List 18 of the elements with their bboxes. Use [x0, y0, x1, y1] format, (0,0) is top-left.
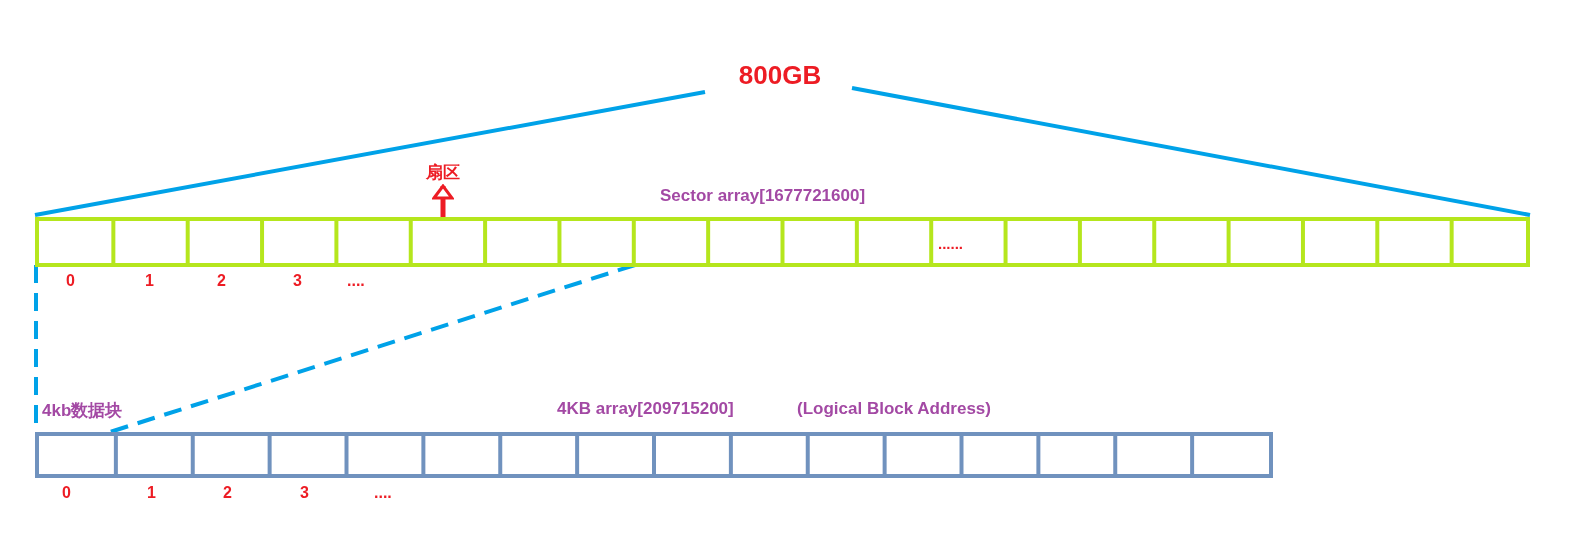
- index-number: ....: [347, 272, 365, 290]
- index-number: 0: [62, 484, 71, 502]
- index-number: 2: [217, 272, 226, 290]
- index-number: 3: [300, 484, 309, 502]
- block-caption: 4kb数据块: [42, 400, 123, 422]
- sector-label: 扇区: [425, 161, 460, 184]
- array-heading: Sector array[1677721600]: [660, 186, 866, 206]
- index-number: ....: [374, 484, 392, 502]
- index-number: 3: [293, 272, 302, 290]
- index-number: 2: [223, 484, 232, 502]
- array-heading: (Logical Block Address): [797, 399, 991, 419]
- arrow: [432, 184, 454, 219]
- index-number: 0: [66, 272, 75, 290]
- array-heading: 4KB array[209715200]: [557, 399, 734, 419]
- ellipsis-text: ......: [938, 235, 963, 252]
- capacity-label: 800GB: [738, 59, 822, 91]
- index-number: 1: [147, 484, 156, 502]
- index-number: 1: [145, 272, 154, 290]
